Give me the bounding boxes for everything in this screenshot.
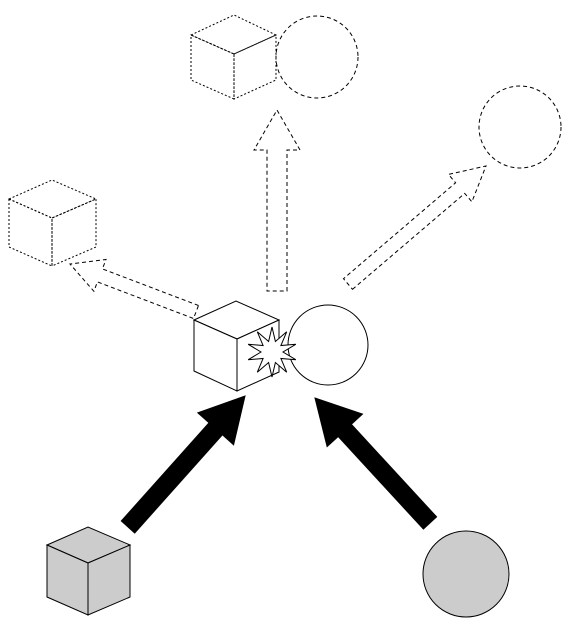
outgoing-arrow-right — [342, 165, 487, 291]
impact-star-icon — [247, 326, 297, 378]
incoming-arrow-left — [120, 395, 246, 534]
incoming-arrow-right — [314, 397, 438, 530]
outcome-cube-left — [7, 179, 98, 267]
outcome-sphere-right — [478, 85, 562, 169]
collision-sphere — [287, 304, 369, 386]
initial-sphere — [422, 530, 510, 618]
outgoing-arrow-up — [253, 108, 301, 292]
outgoing-arrow-left — [69, 258, 200, 320]
initial-cube — [45, 526, 132, 616]
outcome-sphere-top — [275, 15, 359, 99]
outcome-cube-top — [189, 14, 278, 100]
